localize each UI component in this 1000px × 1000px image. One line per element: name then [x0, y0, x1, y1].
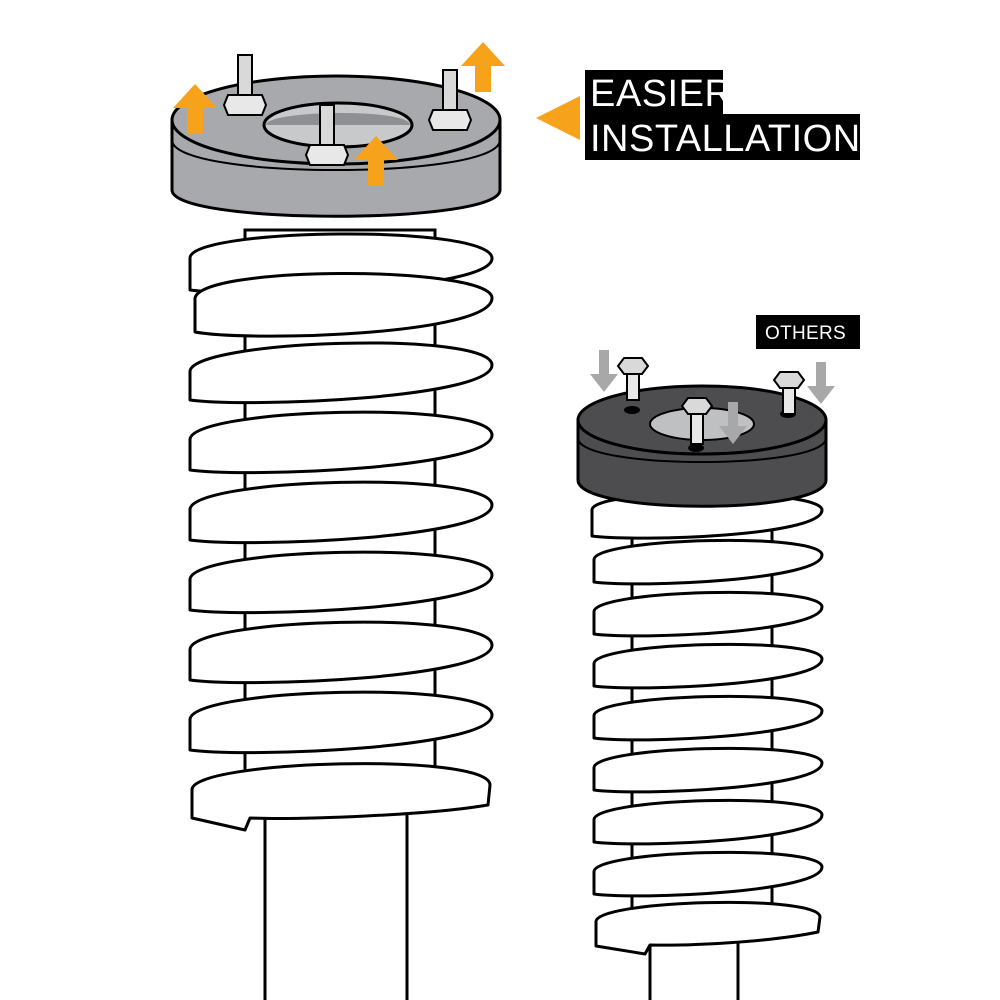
bolt-center [680, 397, 714, 445]
coil-spring-right [590, 492, 824, 956]
easier-installation-label: EASIER INSTALLATION [585, 70, 861, 160]
others-label-text: OTHERS [765, 323, 846, 344]
stud-front-left [222, 54, 268, 116]
others-label: OTHERS [756, 315, 860, 349]
coil-spring-left [188, 232, 494, 832]
left-triangle-icon [536, 96, 580, 140]
down-arrow-icon [807, 362, 835, 404]
label-line-2: INSTALLATION [590, 118, 861, 160]
down-arrow-icon [590, 350, 618, 392]
bolt-right [772, 371, 806, 415]
up-arrow-icon [461, 42, 505, 92]
stud-center [304, 104, 350, 166]
label-line-1: EASIER [590, 73, 732, 115]
bolt-left [616, 357, 650, 401]
stud-back-right [427, 69, 473, 131]
easier-installation-strut [170, 42, 505, 1000]
others-strut [576, 350, 835, 1000]
